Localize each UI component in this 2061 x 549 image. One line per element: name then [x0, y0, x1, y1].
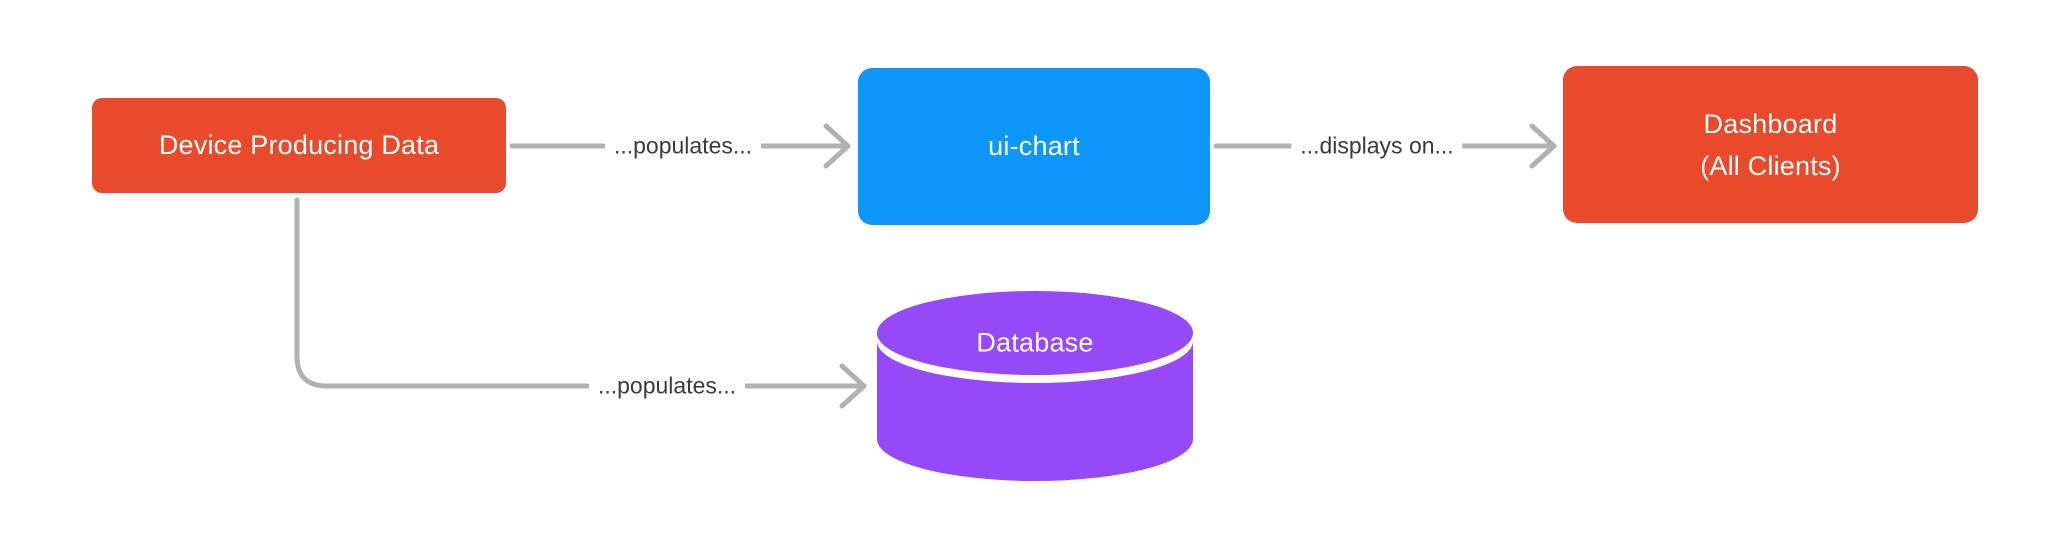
node-database[interactable]: Database	[877, 291, 1193, 481]
database-cylinder-body	[877, 341, 1193, 481]
node-ui-chart-label: ui-chart	[988, 131, 1080, 161]
node-database-label: Database	[976, 327, 1094, 358]
node-device-producing-data[interactable]: Device Producing Data	[92, 98, 506, 193]
connector-device-to-database	[294, 197, 867, 389]
arrowhead-right-icon	[839, 363, 867, 409]
node-dashboard-label-line2: (All Clients)	[1700, 150, 1841, 181]
node-device-label: Device Producing Data	[158, 130, 440, 160]
database-cylinder-lid	[877, 291, 1193, 375]
edge-label-populates-bottom: ...populates...	[588, 370, 746, 402]
edge-label-displays-on: ...displays on...	[1291, 130, 1463, 162]
node-dashboard-label-line1: Dashboard	[1703, 108, 1838, 139]
edge-label-populates-top: ...populates...	[604, 130, 762, 162]
arrowhead-right-icon	[823, 123, 851, 169]
arrowhead-right-icon	[1529, 123, 1557, 169]
database-cylinder-icon	[877, 291, 1193, 481]
node-ui-chart[interactable]: ui-chart	[858, 68, 1210, 225]
node-dashboard[interactable]: Dashboard (All Clients)	[1563, 66, 1978, 223]
